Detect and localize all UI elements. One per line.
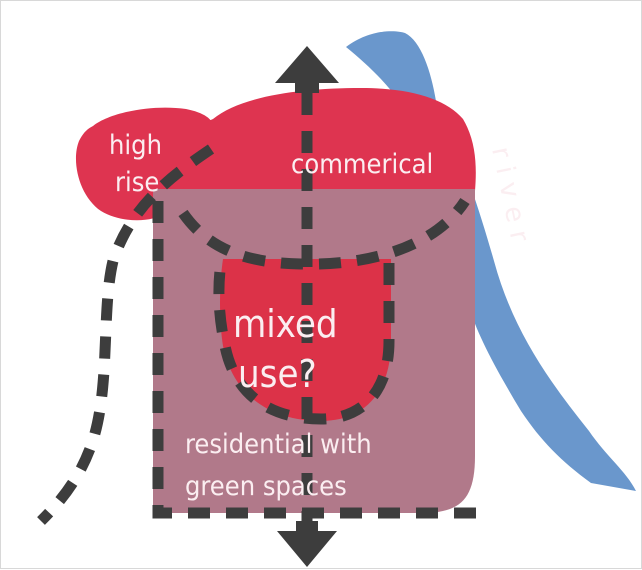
inner-arc-dashed-line [178, 197, 470, 270]
mixed-use-outline-dashed-line [213, 262, 395, 425]
commercial-label: commerical [291, 149, 433, 180]
residential-border-dashed-line [152, 201, 489, 519]
mixed-use-label-line2: use? [238, 352, 317, 396]
river-label: river [485, 144, 536, 253]
river-shape [346, 31, 636, 491]
high-rise-label-line1: high [109, 130, 162, 161]
residential-label-line1: residential with [185, 429, 372, 460]
high-rise-label-line2: rise [115, 167, 159, 198]
commercial-zone [166, 88, 476, 191]
south-arrow-icon [277, 521, 337, 567]
north-arrow-icon [275, 46, 339, 93]
mixed-use-label-line1: mixed [233, 302, 338, 346]
residential-label-line2: green spaces [185, 471, 347, 502]
